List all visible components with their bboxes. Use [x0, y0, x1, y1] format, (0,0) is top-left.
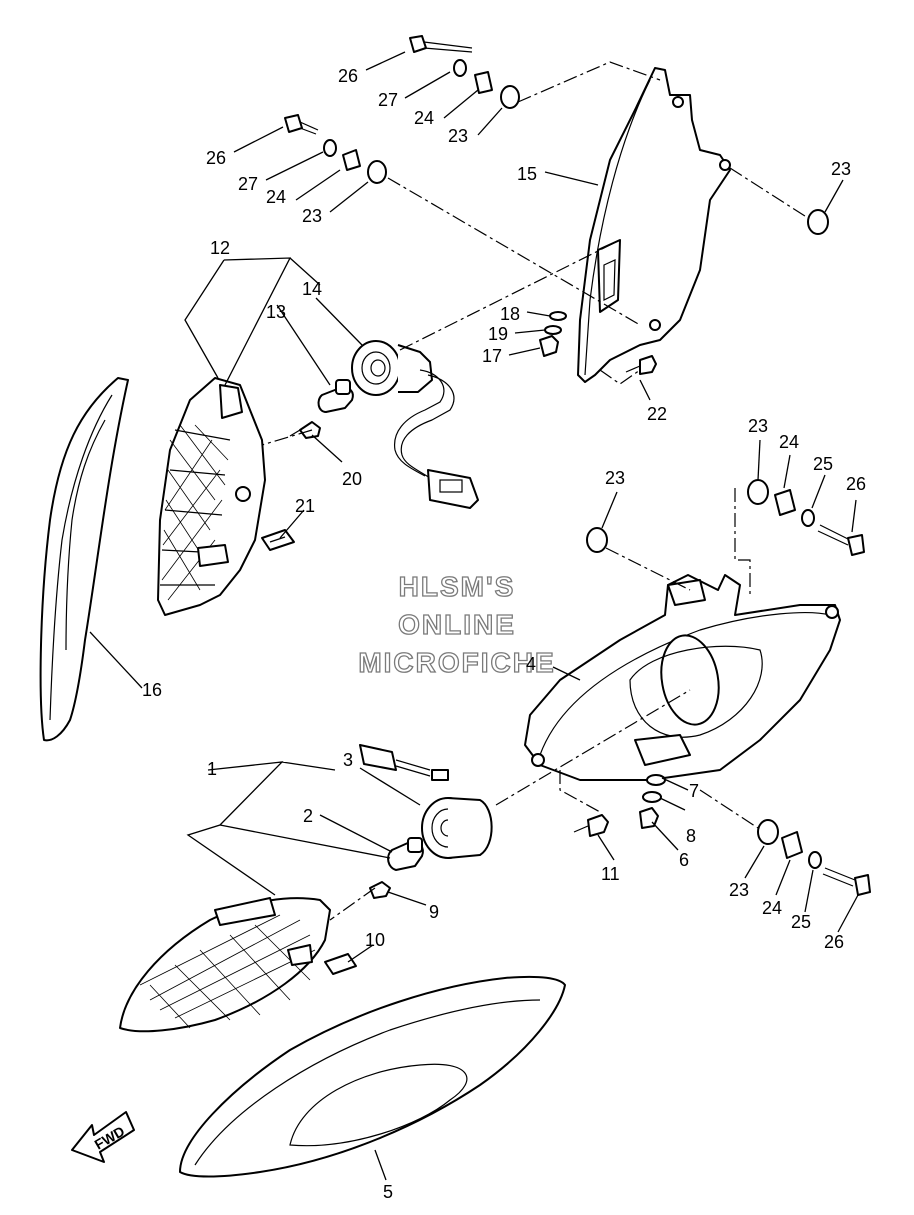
- upper-mount-bracket: [577, 67, 731, 383]
- lower-hardware-upper-row: [586, 479, 865, 556]
- screw-22: [625, 355, 657, 375]
- callout-27-upper-2: 27: [238, 174, 258, 194]
- leader-lines: [89, 51, 859, 1181]
- lower-socket: [359, 744, 493, 859]
- callout-24-upper-1: 24: [414, 108, 434, 128]
- callout-18: 18: [500, 304, 520, 324]
- callout-23-upper-2: 23: [302, 206, 322, 226]
- washer-19: [544, 325, 562, 335]
- callout-23-right: 23: [831, 159, 851, 179]
- callout-23-upper-1: 23: [448, 126, 468, 146]
- screw-17: [539, 335, 559, 357]
- callout-23-lower-mid: 23: [605, 468, 625, 488]
- callout-26-lower-right: 26: [846, 474, 866, 494]
- callout-26-upper-1: 26: [338, 66, 358, 86]
- callout-25-bottom: 25: [791, 912, 811, 932]
- upper-signal-housing: [157, 377, 266, 616]
- callout-4: 4: [526, 654, 536, 674]
- callout-5: 5: [383, 1182, 393, 1202]
- assembly-lines: [261, 61, 809, 921]
- callout-24-upper-2: 24: [266, 187, 286, 207]
- washer-8: [642, 791, 662, 803]
- callout-8: 8: [686, 826, 696, 846]
- lower-lens-cover: [179, 975, 566, 1178]
- upper-hardware-row-1: [409, 35, 520, 109]
- callout-6: 6: [679, 850, 689, 870]
- callout-21: 21: [295, 496, 315, 516]
- watermark-line-1: HLSM'S: [399, 571, 516, 602]
- washer-18: [549, 311, 567, 321]
- callout-14: 14: [302, 279, 322, 299]
- callout-20: 20: [342, 469, 362, 489]
- watermark: HLSM'S ONLINE MICROFICHE: [358, 570, 555, 678]
- upper-hardware-row-2: [284, 114, 387, 184]
- callout-15: 15: [517, 164, 537, 184]
- upper-bulb: [317, 379, 354, 413]
- lower-bulb: [387, 837, 424, 871]
- callout-11: 11: [601, 864, 620, 884]
- callout-10: 10: [365, 930, 385, 950]
- callout-22: 22: [647, 404, 667, 424]
- upper-socket: [351, 340, 479, 509]
- screw-11: [573, 814, 609, 837]
- watermark-line-2: ONLINE: [398, 609, 516, 640]
- lower-signal-housing: [119, 897, 331, 1033]
- forward-direction-arrow: FWD: [71, 1111, 135, 1163]
- callout-24-lower-right: 24: [779, 432, 799, 452]
- callout-23-lower-right: 23: [748, 416, 768, 436]
- watermark-line-3: MICROFICHE: [358, 647, 555, 678]
- washer-7: [646, 774, 666, 786]
- lower-light-housing: [524, 574, 841, 781]
- callout-2: 2: [303, 806, 313, 826]
- callout-25-lower-right: 25: [813, 454, 833, 474]
- callout-24-bottom: 24: [762, 898, 782, 918]
- upper-lens-cover: [39, 377, 129, 742]
- callout-26-upper-2: 26: [206, 148, 226, 168]
- callout-27-upper-1: 27: [378, 90, 398, 110]
- callout-9: 9: [429, 902, 439, 922]
- callout-3: 3: [343, 750, 353, 770]
- grommet-23-right: [807, 209, 829, 235]
- callout-12: 12: [210, 238, 230, 258]
- lower-hardware-lower-row: [757, 819, 871, 896]
- callout-23-bottom: 23: [729, 880, 749, 900]
- callout-26-bottom: 26: [824, 932, 844, 952]
- callout-17: 17: [482, 346, 502, 366]
- clip-nut-10: [324, 953, 357, 975]
- callout-13: 13: [266, 302, 286, 322]
- callout-16: 16: [142, 680, 162, 700]
- callout-labels: 1 2 3 4 5 6 7 8 9 10 11 12 13 14 15 16 1…: [142, 66, 866, 1202]
- clip-nut-21: [261, 529, 295, 551]
- callout-7: 7: [689, 781, 699, 801]
- callout-19: 19: [488, 324, 508, 344]
- callout-1: 1: [207, 759, 217, 779]
